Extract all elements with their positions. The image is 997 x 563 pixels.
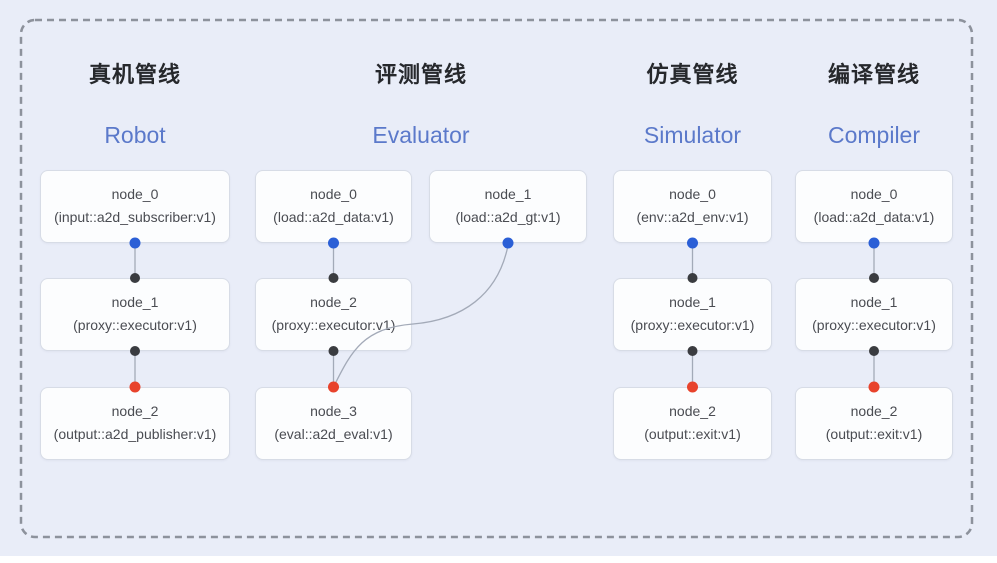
node-name: node_1 <box>850 294 898 310</box>
node-type: (env::a2d_env:v1) <box>636 209 749 225</box>
pipeline-header-compiler: 编译管线 Compiler <box>795 62 953 149</box>
node-box-evaluator-node1: node_1 (load::a2d_gt:v1) <box>429 170 587 243</box>
node-name: node_3 <box>310 403 357 419</box>
node-name: node_0 <box>111 186 159 202</box>
node-type: (load::a2d_gt:v1) <box>455 209 561 225</box>
node-box-robot-node0: node_0 (input::a2d_subscriber:v1) <box>40 170 230 243</box>
page-bottom-strip <box>0 556 997 563</box>
node-box-simulator-node2: node_2 (output::exit:v1) <box>613 387 772 460</box>
node-type: (load::a2d_data:v1) <box>273 209 394 225</box>
pipeline-title-en: Evaluator <box>372 122 470 148</box>
node-type: (proxy::executor:v1) <box>73 317 197 333</box>
node-name: node_1 <box>111 294 159 310</box>
node-type: (proxy::executor:v1) <box>812 317 936 333</box>
node-type: (proxy::executor:v1) <box>271 317 396 333</box>
node-box-compiler-node2: node_2 (output::exit:v1) <box>795 387 953 460</box>
node-name: node_0 <box>850 186 898 202</box>
node-type: (input::a2d_subscriber:v1) <box>54 209 216 225</box>
pipeline-title-en: Simulator <box>643 122 742 148</box>
node-box-robot-node1: node_1 (proxy::executor:v1) <box>40 278 230 351</box>
node-type: (proxy::executor:v1) <box>630 317 755 333</box>
pipeline-title-zh: 真机管线 <box>88 62 181 87</box>
node-box-simulator-node0: node_0 (env::a2d_env:v1) <box>613 170 772 243</box>
pipeline-header-evaluator: 评测管线 Evaluator <box>255 62 587 149</box>
node-box-evaluator-node3: node_3 (eval::a2d_eval:v1) <box>255 387 412 460</box>
pipeline-title-zh: 仿真管线 <box>646 62 739 87</box>
node-box-simulator-node1: node_1 (proxy::executor:v1) <box>613 278 772 351</box>
node-name: node_2 <box>111 403 159 419</box>
pipeline-header-robot: 真机管线 Robot <box>40 62 230 149</box>
node-box-evaluator-node0: node_0 (load::a2d_data:v1) <box>255 170 412 243</box>
pipeline-title-zh: 编译管线 <box>827 62 920 87</box>
pipeline-header-simulator: 仿真管线 Simulator <box>613 62 772 149</box>
node-type: (output::exit:v1) <box>644 426 741 442</box>
node-name: node_2 <box>850 403 898 419</box>
pipeline-title-en: Compiler <box>827 122 921 148</box>
pipeline-title-zh: 评测管线 <box>374 62 467 87</box>
node-name: node_0 <box>669 186 716 202</box>
node-name: node_1 <box>484 186 532 202</box>
node-name: node_1 <box>669 294 716 310</box>
node-box-evaluator-node2: node_2 (proxy::executor:v1) <box>255 278 412 351</box>
node-box-robot-node2: node_2 (output::a2d_publisher:v1) <box>40 387 230 460</box>
node-type: (output::a2d_publisher:v1) <box>53 426 217 442</box>
node-name: node_2 <box>310 294 357 310</box>
node-type: (output::exit:v1) <box>825 426 923 442</box>
pipeline-title-en: Robot <box>104 122 166 148</box>
node-type: (load::a2d_data:v1) <box>813 209 935 225</box>
node-box-compiler-node0: node_0 (load::a2d_data:v1) <box>795 170 953 243</box>
node-box-compiler-node1: node_1 (proxy::executor:v1) <box>795 278 953 351</box>
node-name: node_2 <box>669 403 716 419</box>
node-type: (eval::a2d_eval:v1) <box>274 426 393 442</box>
node-name: node_0 <box>310 186 357 202</box>
